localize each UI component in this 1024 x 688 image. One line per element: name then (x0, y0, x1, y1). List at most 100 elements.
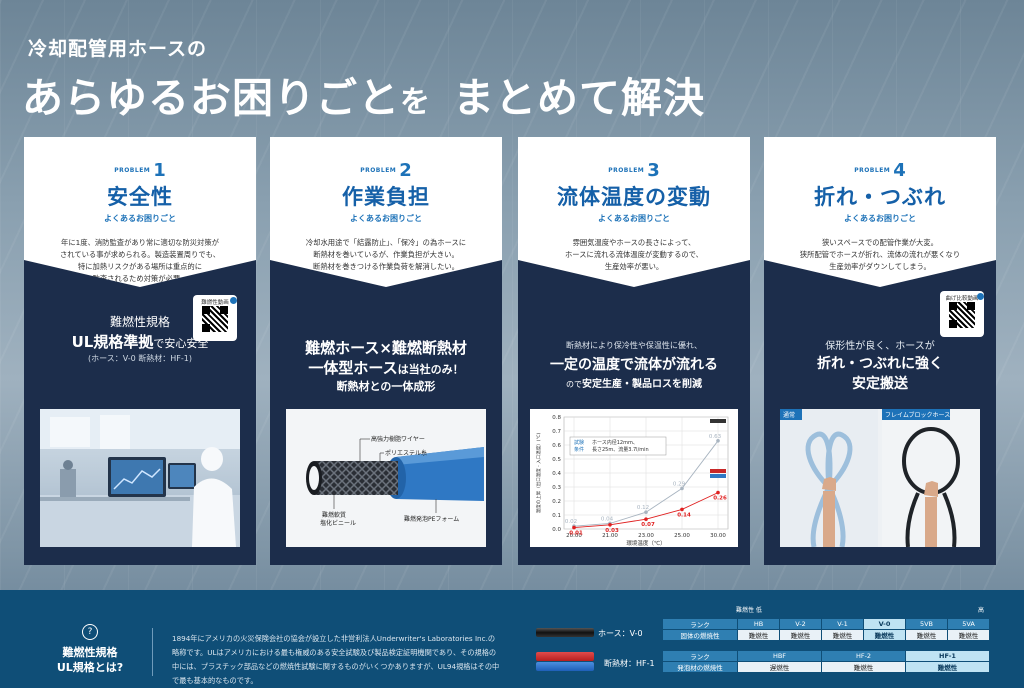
card-point-line2: UL規格準拠で安心安全 (71, 333, 209, 351)
y-tick-label: 0.6 (552, 443, 561, 449)
data-point (608, 523, 612, 527)
tag-normal: 通常 (783, 411, 795, 419)
card-point-line1: 難燃性規格 (109, 315, 170, 329)
card-description: 年に1度、消防監査があり常に適切な防災対策が されている事が求められる。製造装置… (59, 238, 221, 283)
data-point (644, 517, 648, 521)
trouble-label: よくあるお困りごと (104, 214, 176, 223)
y-tick-label: 0.2 (552, 499, 561, 505)
diagram-label-polyester: ポリエステル糸 (385, 449, 427, 457)
hose-blue-sample (536, 662, 594, 671)
hose-sample-red (710, 469, 726, 473)
insulation-spec-label: 断熱材：HF-1 (604, 659, 655, 668)
card-title: 流体温度の変動 (557, 185, 711, 209)
data-label: 0.01 (569, 531, 583, 537)
header-title-particle: を (400, 85, 431, 120)
header-title-part2: まとめて解決 (453, 74, 705, 122)
card-description: 狭いスペースでの配管作業が大変。 狭所配管でホースが折れ、流体の流れが悪くなり … (799, 238, 961, 271)
ul-description: 1894年にアメリカの火災保険会社の協会が設立した非営利法人Underwrite… (172, 634, 500, 685)
card-point-line3: 断熱材との一体成形 (336, 380, 436, 393)
x-tick-label: 21.00 (602, 533, 618, 539)
data-label: 0.63 (709, 434, 722, 440)
card-point-line1: 保形性が良く、ホースが (825, 341, 935, 352)
data-label: 0.26 (713, 496, 727, 502)
play-icon (230, 297, 237, 304)
card-point-line3: 安定搬送 (852, 376, 908, 392)
card-point-line3: ので安定生産・製品ロスを削減 (566, 379, 702, 390)
y-tick-label: 0.0 (552, 527, 561, 533)
legend-text: 長さ25m、流量3.7l/min (592, 446, 649, 453)
ul-section-title2: UL規格とは? (56, 661, 124, 674)
diagram-label-pvc-1: 難燃軟質 (322, 511, 346, 519)
divider (152, 628, 153, 676)
trouble-label: よくあるお困りごと (844, 214, 916, 223)
x-tick-label: 20.00 (566, 533, 582, 539)
diagram-label-wire: 高強力樹脂ワイヤー (371, 435, 425, 443)
y-tick-label: 0.4 (552, 471, 561, 477)
hose-red-sample (536, 652, 594, 661)
scale-high-label: 高 (978, 607, 985, 614)
card-title: 折れ・つぶれ (814, 185, 946, 209)
card-point-line1: 難燃ホース×難燃断熱材 (305, 339, 467, 357)
data-label: 0.02 (565, 519, 577, 525)
hose-spec-label: ホース：V-0 (598, 629, 643, 638)
card-point-line3: (ホース：V-0 断熱材：HF-1) (88, 354, 192, 363)
y-tick-label: 0.5 (552, 457, 561, 463)
bending-comparison-photo: 通常 フレイムブロックホース (780, 409, 980, 547)
ul-section-title1: 難燃性規格 (62, 646, 118, 659)
tag-flameblock: フレイムブロックホース (885, 411, 950, 419)
data-label: 0.29 (673, 481, 686, 487)
card-title: 作業負担 (342, 185, 430, 209)
data-point (572, 525, 576, 530)
y-tick-label: 0.7 (552, 429, 561, 435)
data-label: 0.07 (641, 522, 655, 528)
cleanroom-photo (40, 409, 240, 547)
hose-sample-black (710, 419, 726, 423)
legend-box (569, 436, 667, 456)
card-point-line2: 折れ・つぶれに強く (817, 356, 943, 372)
data-label: 0.03 (605, 528, 619, 534)
legend-text: ホース内径12mm、 (592, 439, 638, 446)
data-label: 0.12 (637, 505, 649, 511)
x-axis-label: 環境温度（℃） (626, 539, 665, 547)
card-point-line1: 断熱材により保冷性や保温性に優れ、 (566, 341, 702, 350)
legend-title: 試験 (574, 439, 584, 446)
data-label: 0.14 (677, 512, 691, 518)
data-point (716, 490, 720, 495)
hose-black-sample (536, 628, 594, 637)
card-description: 雰囲気温度やホースの長さによって、 ホースに流れる流体温度が変動するので、 生産… (565, 238, 703, 271)
data-point (716, 439, 720, 443)
x-tick-label: 23.00 (638, 533, 654, 539)
data-point (680, 486, 684, 491)
data-point (644, 510, 648, 514)
ul-standard-section: ? 難燃性規格 UL規格とは? 1894年にアメリカの火災保険会社の協会が設立し… (0, 590, 1024, 688)
diagram-label-pvc-2: 塩化ビニール (320, 519, 356, 527)
legend-title: 条件 (574, 446, 584, 453)
qr-code-flame-video[interactable]: 難燃性動画 (193, 295, 237, 341)
play-icon (977, 293, 984, 300)
question-icon: ? (82, 624, 98, 640)
header-title: あらゆるお困りごとをまとめて解決 (22, 64, 705, 124)
scale-low-label: 難燃性 低 (736, 607, 762, 614)
hose-structure-diagram: 高強力樹脂ワイヤー ポリエステル糸 難燃軟質 塩化ビニール 難燃発泡PEフォーム (286, 409, 486, 547)
card-description: 冷却水用途で「結露防止」、「保冷」の為ホースに 断熱材を巻いているが、作業負担が… (305, 238, 467, 271)
diagram-label-foam: 難燃発泡PEフォーム (404, 515, 459, 523)
data-label: 0.04 (601, 516, 614, 522)
x-tick-label: 30.00 (710, 533, 726, 539)
foam-rank-table: ランク HBF HF-2 HF-1 発泡材の燃焼性 遅燃性 難燃性 難燃性 (662, 650, 990, 673)
qr-code-bending-video[interactable]: 曲げ比較動画 (940, 291, 984, 337)
card-point-line2: 一体型ホースは当社のみ！ (308, 359, 464, 377)
x-tick-label: 25.00 (674, 533, 690, 539)
card-point-line2: 一定の温度で流体が流れる (550, 357, 718, 373)
trouble-label: よくあるお困りごと (350, 214, 422, 223)
data-point (680, 507, 684, 512)
